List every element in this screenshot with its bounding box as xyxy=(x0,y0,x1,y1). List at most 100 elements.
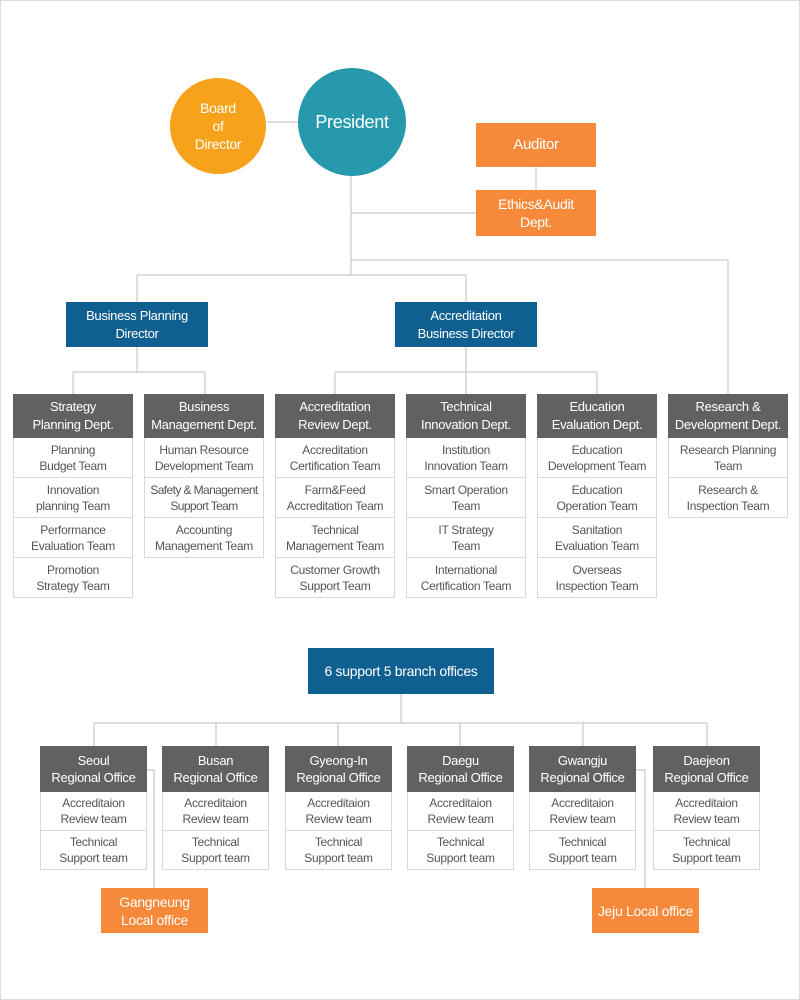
team-cell: Accreditation Certification Team xyxy=(275,438,395,478)
jeju-local-office-label: Jeju Local office xyxy=(597,902,694,919)
busan-regional-office-node: Busan Regional Office xyxy=(162,746,269,792)
dept-label: Research & Development Dept. xyxy=(674,399,782,432)
team-cell: Accreditaion Review team xyxy=(407,792,514,831)
gangneung-local-office-node: Gangneung Local office xyxy=(101,888,208,933)
accreditation-business-director-node: Accreditation Business Director xyxy=(395,302,537,347)
team-label: Safety & Management Support Team xyxy=(150,482,258,513)
dept-label: Education Evaluation Dept. xyxy=(551,399,643,432)
team-label: Technical Support team xyxy=(672,835,741,865)
team-cell: Accreditaion Review team xyxy=(162,792,269,831)
dept-label: Business Management Dept. xyxy=(151,399,257,432)
branch-offices-header-node: 6 support 5 branch offices xyxy=(308,648,494,694)
team-label: Smart Operation Team xyxy=(424,482,508,513)
region-label: Gyeong-In Regional Office xyxy=(296,753,381,785)
team-label: Technical Support team xyxy=(304,835,373,865)
auditor-label: Auditor xyxy=(513,136,559,153)
team-cell: Technical Management Team xyxy=(275,518,395,558)
auditor-node: Auditor xyxy=(476,123,596,167)
team-cell: Human Resource Development Team xyxy=(144,438,264,478)
team-label: Technical Support team xyxy=(426,835,495,865)
team-label: Accreditaion Review team xyxy=(673,796,740,826)
team-label: Accreditaion Review team xyxy=(427,796,494,826)
branch-offices-header-label: 6 support 5 branch offices xyxy=(324,663,478,679)
team-label: Human Resource Development Team xyxy=(154,442,254,473)
gangneung-local-office-label: Gangneung Local office xyxy=(119,893,190,928)
team-cell: Research Planning Team xyxy=(668,438,788,478)
dept-label: Accreditation Review Dept. xyxy=(298,399,372,432)
team-cell: Customer Growth Support Team xyxy=(275,558,395,598)
team-label: IT Strategy Team xyxy=(438,522,494,553)
team-cell: Smart Operation Team xyxy=(406,478,526,518)
team-label: Education Operation Team xyxy=(556,482,638,513)
team-cell: Education Operation Team xyxy=(537,478,657,518)
team-cell: Technical Support team xyxy=(40,831,147,870)
seoul-regional-office-node: Seoul Regional Office xyxy=(40,746,147,792)
team-label: Technical Support team xyxy=(181,835,250,865)
ethics-audit-dept-label: Ethics&Audit Dept. xyxy=(498,196,574,230)
business-planning-director-label: Business Planning Director xyxy=(86,307,188,341)
team-label: Sanitation Evaluation Team xyxy=(554,522,639,553)
team-label: Technical Support team xyxy=(548,835,617,865)
team-cell: Farm&Feed Accreditation Team xyxy=(275,478,395,518)
team-cell: Planning Budget Team xyxy=(13,438,133,478)
team-label: Education Development Team xyxy=(547,442,647,473)
team-cell: Accounting Management Team xyxy=(144,518,264,558)
team-cell: Research & Inspection Team xyxy=(668,478,788,518)
connector-seoul-gangneung xyxy=(147,769,155,888)
accreditation-review-dept-node: Accreditation Review Dept. xyxy=(275,394,395,438)
daejeon-regional-office-node: Daejeon Regional Office xyxy=(653,746,760,792)
research-development-dept-node: Research & Development Dept. xyxy=(668,394,788,438)
team-cell: Technical Support team xyxy=(162,831,269,870)
board-of-director-label: Board of Director xyxy=(194,100,242,152)
team-label: Institution Innovation Team xyxy=(424,442,508,473)
team-cell: Promotion Strategy Team xyxy=(13,558,133,598)
president-node: President xyxy=(298,68,406,176)
team-label: Performance Evaluation Team xyxy=(30,522,115,553)
gyeongin-regional-office-node: Gyeong-In Regional Office xyxy=(285,746,392,792)
team-cell: Overseas Inspection Team xyxy=(537,558,657,598)
team-cell: Institution Innovation Team xyxy=(406,438,526,478)
region-label: Daegu Regional Office xyxy=(418,753,503,785)
team-label: Farm&Feed Accreditation Team xyxy=(286,482,384,513)
team-label: Accreditaion Review team xyxy=(182,796,249,826)
team-label: Overseas Inspection Team xyxy=(555,562,639,593)
dept-label: Technical Innovation Dept. xyxy=(421,399,511,432)
team-label: Accreditaion Review team xyxy=(549,796,616,826)
team-label: International Certification Team xyxy=(420,562,512,593)
team-label: Research Planning Team xyxy=(679,442,777,473)
team-label: Accounting Management Team xyxy=(154,522,253,553)
team-cell: Technical Support team xyxy=(285,831,392,870)
strategy-planning-dept-node: Strategy Planning Dept. xyxy=(13,394,133,438)
team-cell: Accreditaion Review team xyxy=(529,792,636,831)
technical-innovation-dept-node: Technical Innovation Dept. xyxy=(406,394,526,438)
dept-label: Strategy Planning Dept. xyxy=(32,399,114,432)
business-management-dept-node: Business Management Dept. xyxy=(144,394,264,438)
team-cell: Accreditaion Review team xyxy=(40,792,147,831)
team-cell: Performance Evaluation Team xyxy=(13,518,133,558)
president-label: President xyxy=(315,111,389,132)
region-label: Busan Regional Office xyxy=(173,753,258,785)
team-cell: Sanitation Evaluation Team xyxy=(537,518,657,558)
accreditation-business-director-label: Accreditation Business Director xyxy=(417,307,515,341)
team-label: Technical Management Team xyxy=(285,522,384,553)
education-evaluation-dept-node: Education Evaluation Dept. xyxy=(537,394,657,438)
daegu-regional-office-node: Daegu Regional Office xyxy=(407,746,514,792)
team-cell: International Certification Team xyxy=(406,558,526,598)
team-cell: Technical Support team xyxy=(529,831,636,870)
team-cell: Accreditaion Review team xyxy=(653,792,760,831)
team-label: Accreditaion Review team xyxy=(305,796,372,826)
team-label: Customer Growth Support Team xyxy=(290,562,380,593)
team-label: Research & Inspection Team xyxy=(686,482,770,513)
board-of-director-node: Board of Director xyxy=(170,78,266,174)
jeju-local-office-node: Jeju Local office xyxy=(592,888,699,933)
team-cell: Technical Support team xyxy=(407,831,514,870)
team-cell: Education Development Team xyxy=(537,438,657,478)
business-planning-director-node: Business Planning Director xyxy=(66,302,208,347)
team-label: Planning Budget Team xyxy=(39,442,107,473)
team-cell: Technical Support team xyxy=(653,831,760,870)
region-label: Daejeon Regional Office xyxy=(664,753,749,785)
team-label: Technical Support team xyxy=(59,835,128,865)
team-cell: IT Strategy Team xyxy=(406,518,526,558)
team-cell: Safety & Management Support Team xyxy=(144,478,264,518)
